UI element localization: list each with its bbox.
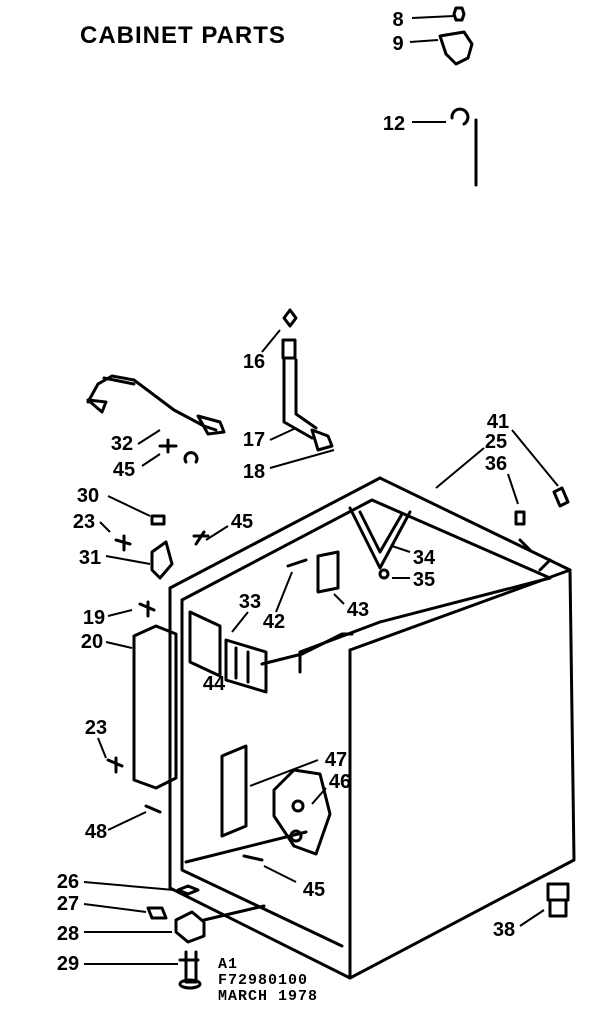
part-45-screw-a: [158, 438, 178, 454]
callout-label: 43: [347, 599, 369, 621]
callout-label: 45: [231, 511, 253, 533]
part-47-bracket: [220, 744, 248, 838]
callout-label: 17: [243, 429, 265, 451]
part-12-clip: [450, 107, 470, 126]
part-46-pump: [272, 768, 332, 856]
callout-label: 31: [79, 547, 101, 569]
callout-label: 27: [57, 893, 79, 915]
callout-label: 32: [111, 433, 133, 455]
part-30-clip: [150, 514, 166, 526]
callout-label: 16: [243, 351, 265, 373]
footer-line-3: MARCH 1978: [218, 988, 319, 1005]
part-38-foot: [546, 882, 570, 918]
footer-line-1: A1: [218, 956, 239, 973]
part-44-timer: [224, 638, 268, 694]
part-17-hose: [282, 358, 318, 440]
part-45-screw-b: [192, 530, 210, 546]
callout-label: 12: [383, 113, 405, 135]
part-27-plug: [146, 906, 168, 920]
part-16-fitting: [281, 338, 297, 360]
callout-label: 36: [485, 453, 507, 475]
callout-label: 34: [413, 547, 436, 569]
footer-line-2: F72980100: [218, 972, 309, 989]
callout-label: 25: [485, 431, 507, 453]
part-29-leg: [178, 950, 200, 984]
cabinet-front-left-edge: [168, 586, 352, 980]
part-42-screw: [286, 558, 308, 568]
part-26-nut: [176, 884, 200, 896]
part-19-screw: [138, 600, 156, 618]
callout-label: 42: [263, 611, 285, 633]
cabinet-top-left-edge: [168, 476, 382, 590]
callout-label: 18: [243, 461, 265, 483]
callout-label: 45: [113, 459, 135, 481]
callout-label: 19: [83, 607, 105, 629]
part-28-foot-bracket: [174, 910, 206, 944]
part-8-screw: [452, 6, 466, 22]
callout-label: 8: [392, 9, 403, 31]
part-23-screw-a: [114, 534, 132, 552]
callout-label: 29: [57, 953, 79, 975]
part-45-screw-c: [242, 854, 264, 862]
part-31-latch: [150, 540, 174, 580]
part-23-screw-b: [106, 756, 124, 774]
callout-label: 20: [81, 631, 103, 653]
part-43-bracket: [316, 550, 340, 594]
cabinet-top-back-edge: [378, 476, 572, 572]
callout-label: 41: [487, 411, 509, 433]
callout-label: 33: [239, 591, 261, 613]
callout-label: 26: [57, 871, 79, 893]
callout-label: 30: [77, 485, 99, 507]
callout-label: 23: [85, 717, 107, 739]
part-16-cap: [282, 308, 298, 328]
part-36-bumper: [514, 510, 526, 526]
part-35-bolt: [378, 568, 390, 580]
callout-label: 45: [303, 879, 325, 901]
callout-label: 46: [329, 771, 351, 793]
callout-label: 9: [392, 33, 403, 55]
callout-label: 48: [85, 821, 107, 843]
callout-label: 47: [325, 749, 347, 771]
callout-label: 44: [203, 673, 226, 695]
cabinet-right-side: [348, 568, 576, 980]
callout-label: 35: [413, 569, 435, 591]
callout-label: 23: [73, 511, 95, 533]
part-18-coupling: [310, 428, 334, 452]
diagram-title: CABINET PARTS: [80, 22, 286, 49]
part-41-clip: [552, 486, 570, 508]
part-20-panel: [132, 624, 178, 790]
part-34-frame: [348, 506, 412, 570]
part-48-screw: [144, 804, 162, 814]
callout-label: 28: [57, 923, 79, 945]
part-9-bracket: [438, 30, 474, 66]
part-33-switch: [188, 610, 222, 678]
callout-label: 38: [493, 919, 515, 941]
